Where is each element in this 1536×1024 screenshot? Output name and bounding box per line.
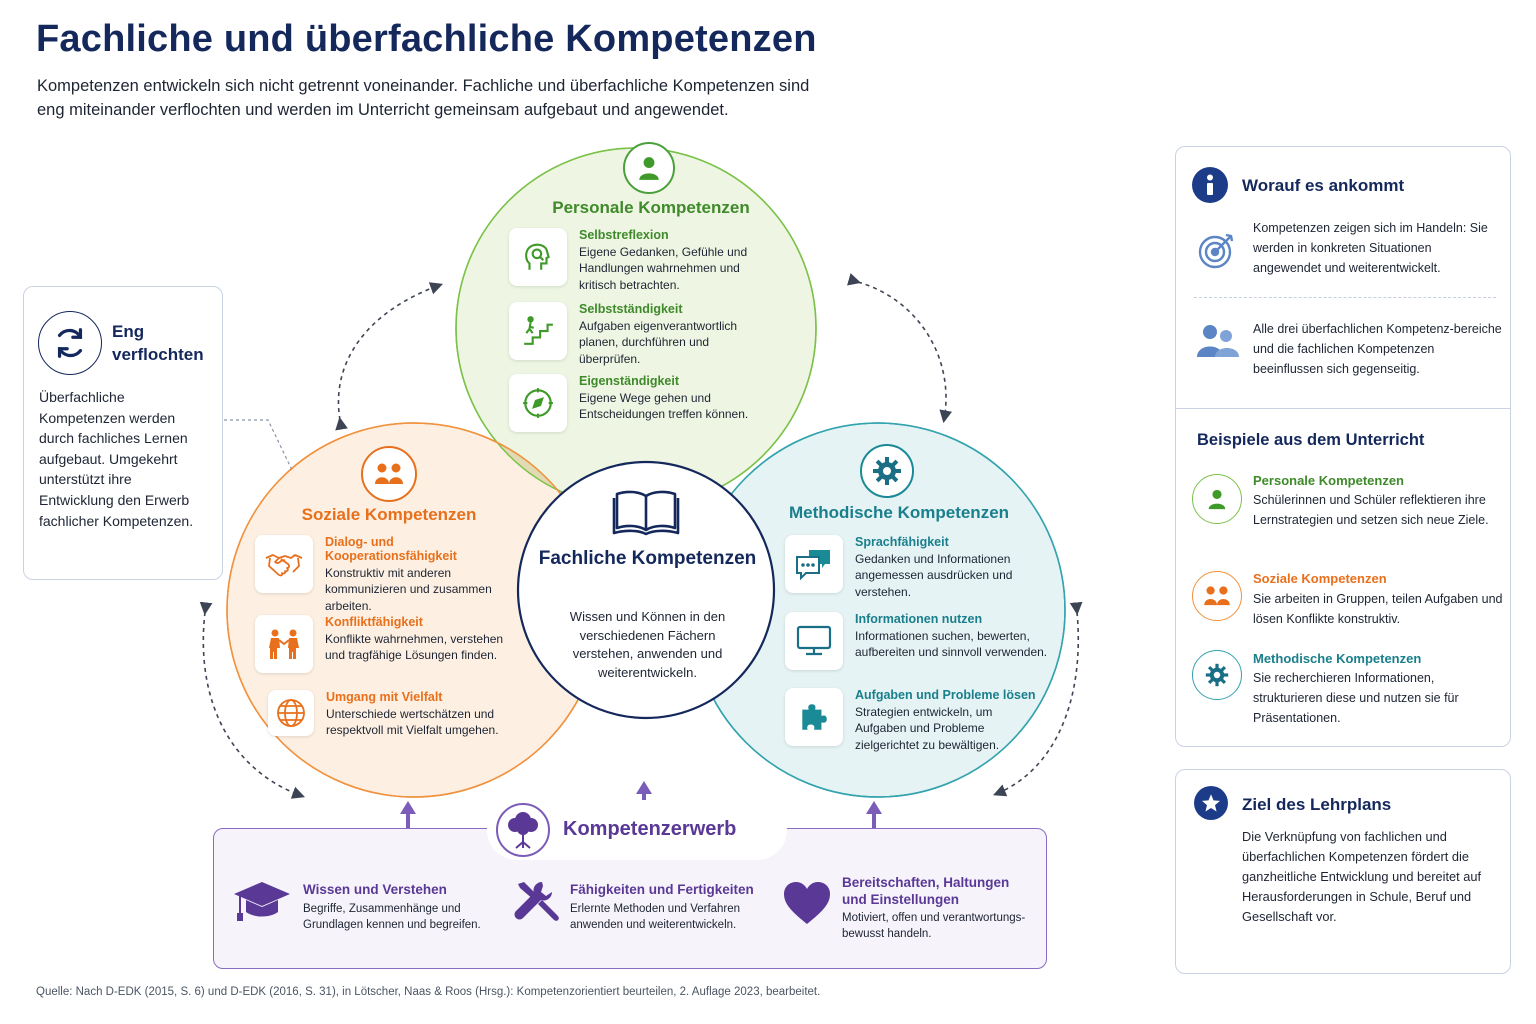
example-2-title: Soziale Kompetenzen [1253,571,1387,586]
acq-col-2-text: Erlernte Methoden und Verfahren anwenden… [570,903,741,931]
monitor-icon [785,612,843,670]
person-icon [1192,474,1242,524]
target-icon [1196,229,1238,276]
item-title: Aufgaben und Probleme lösen [855,688,1036,702]
item-text: Unterschiede wertschätzen und respektvol… [326,707,499,738]
social-item-konflikt: Konfliktfähigkeit Konflikte wahrnehmen, … [255,615,510,673]
stairs-icon [509,302,567,360]
globe-icon [268,690,314,736]
book-icon [612,488,680,541]
method-item-probleme: Aufgaben und Probleme lösen Strategien e… [785,688,1036,753]
right-point-2: Alle drei überfachlichen Kompetenz-berei… [1253,322,1502,376]
person-icon [623,142,675,194]
source-note: Quelle: Nach D-EDK (2015, S. 6) und D-ED… [36,986,821,998]
acq-col-3-text: Motiviert, offen und verantwortungs-bewu… [842,912,1026,940]
example-1-text: Schülerinnen und Schüler reflektieren ih… [1253,493,1489,527]
item-text: Strategien entwickeln, um Aufgaben und P… [855,705,1000,752]
compass-icon [509,374,567,432]
method-title: Methodische Kompetenzen [788,503,1010,522]
method-item-information: Informationen nutzen Informationen suche… [785,612,1050,670]
people-icon [361,446,417,502]
chat-icon [785,535,843,593]
purple-up-arrows [400,781,882,828]
users-icon [1196,323,1240,364]
arrow-method-right [993,601,1083,797]
goal-title: Ziel des Lehrplans [1242,795,1392,814]
section-divider [1176,408,1510,409]
puzzle-icon [785,688,843,746]
right-info-panel: Worauf es ankommt Kompetenzen zeigen sic… [1175,146,1511,747]
social-item-vielfalt: Umgang mit Vielfalt Unterschiede wertsch… [268,690,526,739]
acquisition-title: Kompetenzerwerb [563,818,737,840]
item-text: Eigene Wege gehen und Entscheidungen tre… [579,391,749,422]
examples-title: Beispiele aus dem Unterricht [1197,431,1425,449]
example-3-text: Sie recherchieren Informationen, struktu… [1253,671,1459,725]
handshake-icon [255,535,313,593]
item-text: Konstruktiv mit anderen kommunizieren un… [325,566,492,613]
personal-item-selbststaendigkeit: Selbstständigkeit Aufgaben eigenverantwo… [509,302,759,367]
personal-title: Personale Kompetenzen [552,198,750,217]
item-text: Eigene Gedanken, Gefühle und Handlungen … [579,245,748,292]
page-subtitle: Kompetenzen entwickeln sich nicht getren… [37,77,810,119]
example-3-title: Methodische Kompetenzen [1253,651,1422,666]
social-title: Soziale Kompetenzen [301,505,477,524]
example-2-text: Sie arbeiten in Gruppen, teilen Aufgaben… [1253,592,1503,626]
item-text: Gedanken und Informationen angemessen au… [855,552,1013,599]
goal-text: Die Verknüpfung von fachlichen und überf… [1242,829,1482,924]
left-box-text: Überfachliche Kompetenzen werden durch f… [39,389,194,529]
tree-icon [496,803,550,857]
item-title: Konfliktfähigkeit [325,615,423,629]
acq-col-3-title: Bereitschaften, Haltungen und Einstellun… [842,875,1010,907]
info-icon [1192,167,1228,203]
item-title: Selbstständigkeit [579,302,683,316]
left-info-box: Eng verflochten Überfachliche Kompetenze… [23,286,223,580]
item-text: Konflikte wahrnehmen, verstehen und trag… [325,632,504,663]
example-1-title: Personale Kompetenzen [1253,473,1404,488]
heart-icon [782,880,832,931]
left-box-title: Eng verflochten [112,322,204,364]
personal-item-selbstreflexion: Selbstreflexion Eigene Gedanken, Gefühle… [509,228,759,293]
item-title: Dialog- und Kooperationsfähigkeit [325,535,457,563]
item-text: Informationen suchen, bewerten, aufberei… [855,629,1048,660]
arrow-personal-method [846,273,953,424]
item-title: Umgang mit Vielfalt [326,690,443,704]
right-panel-title: Worauf es ankommt [1242,176,1405,195]
arrow-personal-social [335,282,444,431]
cycle-icon [38,311,102,375]
gear-icon [860,444,914,498]
goal-box: Ziel des Lehrplans Die Verknüpfung von f… [1175,769,1511,974]
page-title: Fachliche und überfachliche Kompetenzen [36,18,817,60]
center-title: Fachliche Kompetenzen [538,548,757,569]
item-title: Eigenständigkeit [579,374,680,388]
conflict-icon [255,615,313,673]
star-icon [1194,786,1228,820]
item-text: Aufgaben eigenverantwortlich planen, dur… [579,319,738,366]
gear-icon [1192,650,1242,700]
personal-item-eigenstaendigkeit: Eigenständigkeit Eigene Wege gehen und E… [509,374,769,432]
head-icon [509,228,567,286]
social-item-dialog: Dialog- und Kooperationsfähigkeit Konstr… [255,535,510,614]
tools-icon [512,878,560,931]
item-title: Selbstreflexion [579,228,669,242]
method-item-sprache: Sprachfähigkeit Gedanken und Information… [785,535,1035,600]
arrow-social-left [199,601,306,799]
center-circle [516,460,776,720]
acq-col-2-title: Fähigkeiten und Fertigkeiten [570,882,754,897]
acq-col-1-text: Begriffe, Zusammenhänge und Grundlagen k… [303,903,481,931]
center-text: Wissen und Können in den verschiedenen F… [569,609,726,680]
graduation-cap-icon [232,880,292,929]
people-icon [1192,571,1242,621]
item-title: Sprachfähigkeit [855,535,949,549]
dashed-divider [1194,297,1496,298]
item-title: Informationen nutzen [855,612,983,626]
acq-col-1-title: Wissen und Verstehen [303,882,447,897]
right-point-1: Kompetenzen zeigen sich im Handeln: Sie … [1253,221,1488,275]
